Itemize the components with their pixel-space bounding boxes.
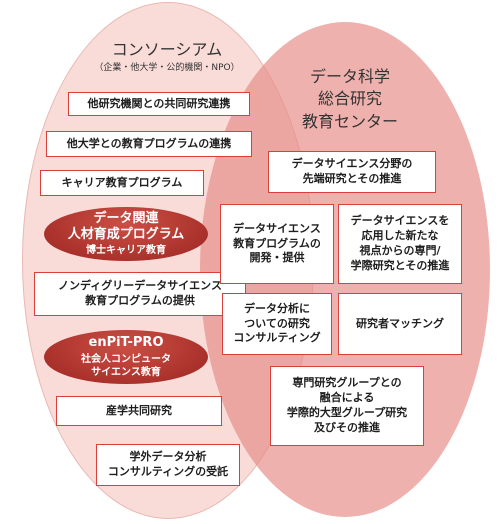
right-item-analysis-consulting: データ分析に ついての研究 コンサルティング [222, 293, 332, 355]
left-item-career-program: キャリア教育プログラム [40, 170, 204, 196]
consortium-subtitle: （企業・他大学・公的機関・NPO） [94, 63, 240, 73]
left-item-data-consulting: 学外データ分析 コンサルティングの受託 [96, 444, 240, 486]
left-item-joint-research: 他研究機関との共同研究連携 [68, 92, 250, 116]
right-item-large-group-research: 専門研究グループとの 融合による 学際的大型グループ研究 及びその推進 [270, 366, 424, 446]
center-title: データ科学 総合研究 教育センター [301, 67, 398, 131]
highlight-enpit-sub: 社会人コンピュータ サイエンス教育 [81, 353, 171, 378]
highlight-enpit-main: enPiT-PRO [88, 335, 164, 351]
right-item-education-dev: データサイエンス 教育プログラムの 開発・提供 [220, 204, 334, 284]
left-item-university-collab: 他大学との教育プログラムの連携 [46, 131, 252, 157]
highlight-data-talent-main: データ関連 人材育成プログラム [67, 210, 185, 242]
left-item-industry-research: 産学共同研究 [56, 396, 222, 426]
highlight-enpit-pro: enPiT-PRO 社会人コンピュータ サイエンス教育 [44, 330, 208, 384]
consortium-title: コンソーシアム [111, 40, 223, 59]
left-item-nondegree-program: ノンディグリーデータサイエンス 教育プログラムの提供 [34, 272, 246, 316]
right-item-researcher-matching: 研究者マッチング [338, 293, 462, 355]
highlight-data-talent-sub: 博士キャリア教育 [86, 245, 166, 257]
right-item-applied-research: データサイエンスを 応用した新たな 視点からの専門/ 学際研究とその推進 [338, 204, 462, 284]
highlight-data-talent-program: データ関連 人材育成プログラム 博士キャリア教育 [44, 207, 208, 261]
right-item-advanced-research: データサイエンス分野の 先端研究とその推進 [268, 151, 436, 193]
